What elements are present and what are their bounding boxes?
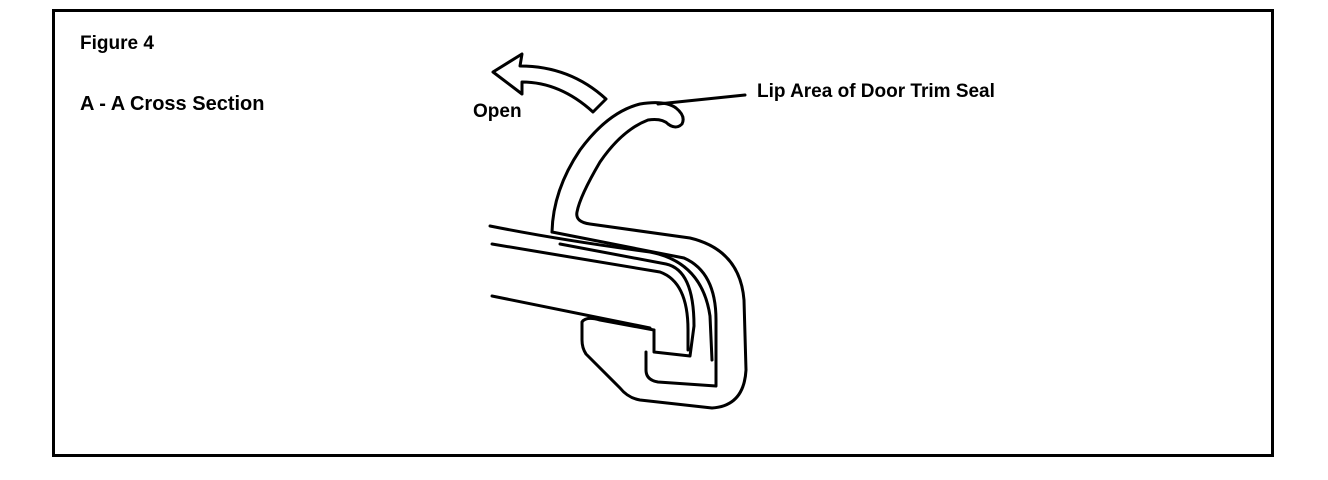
seal-lip-flap (550, 101, 748, 410)
seal-inner-channel-outer (550, 230, 718, 388)
door-panel-mid-edge (490, 242, 690, 352)
open-label: Open (473, 101, 522, 122)
figure-frame (52, 9, 1274, 457)
door-panel-lower-edge (490, 294, 652, 330)
open-arrow-icon (491, 52, 608, 114)
section-label: A - A Cross Section (80, 93, 265, 115)
callout-leader-line (656, 93, 747, 106)
callout-label: Lip Area of Door Trim Seal (757, 81, 995, 102)
door-panel-upper-edge (488, 224, 714, 362)
figure-title: Figure 4 (80, 33, 154, 54)
seal-inner-channel (558, 242, 696, 358)
